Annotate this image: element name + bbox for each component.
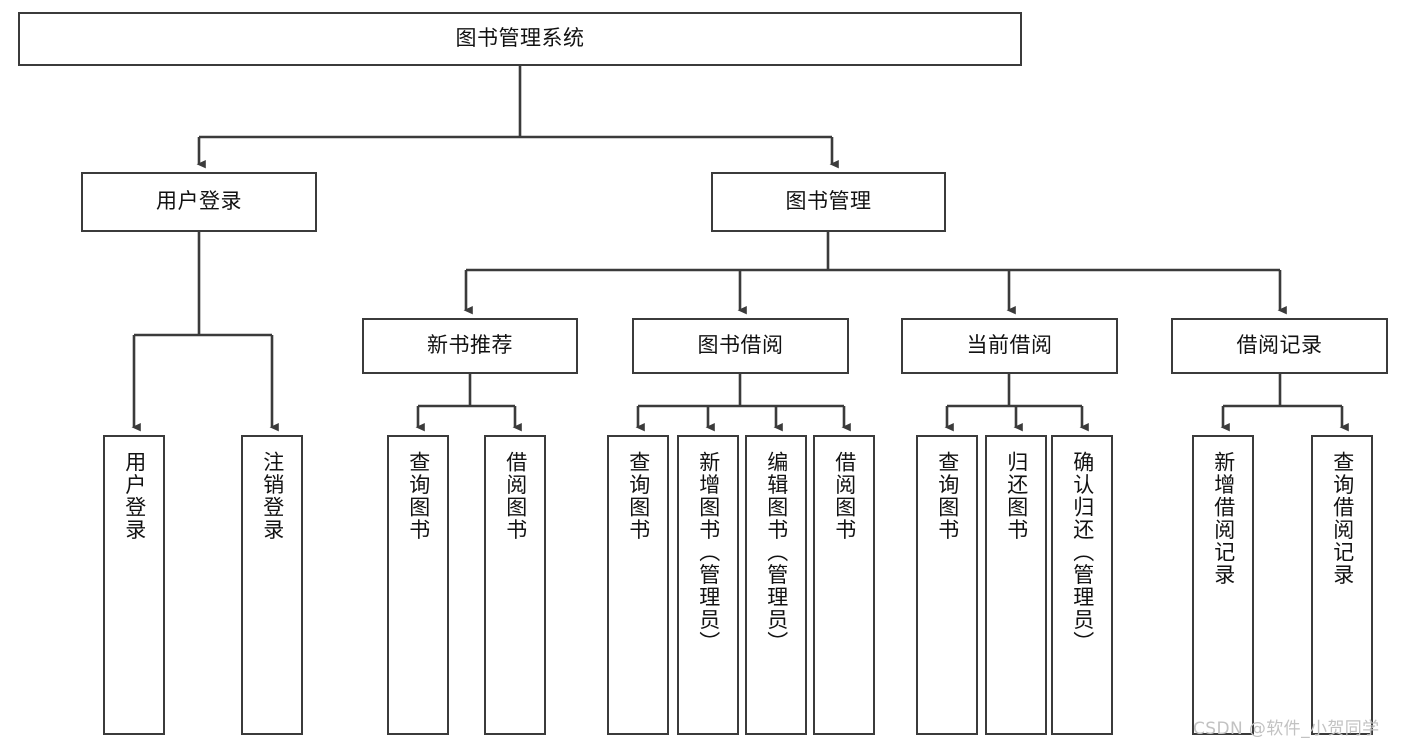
node-leaf-label: 查询图书 [935, 451, 960, 541]
node-book-management[interactable]: 图书管理 [711, 172, 946, 232]
node-leaf-add-borrow-record[interactable]: 新增借阅记录 [1192, 435, 1254, 735]
node-book-borrow-label: 图书借阅 [697, 333, 784, 358]
node-user-login[interactable]: 用户登录 [81, 172, 317, 232]
node-leaf-query-book-current[interactable]: 查询图书 [916, 435, 978, 735]
node-leaf-logout[interactable]: 注销登录 [241, 435, 303, 735]
node-leaf-label: 新增借阅记录 [1211, 451, 1236, 586]
node-leaf-borrow-book[interactable]: 借阅图书 [813, 435, 875, 735]
node-leaf-label: 查询借阅记录 [1330, 451, 1355, 586]
node-leaf-confirm-return-admin[interactable]: 确认归还（管理员） [1051, 435, 1113, 735]
node-leaf-query-book-recommend[interactable]: 查询图书 [387, 435, 449, 735]
node-leaf-label: 查询图书 [406, 451, 431, 541]
csdn-watermark: CSDN @软件_小贺同学 [1193, 719, 1380, 739]
node-leaf-label: 用户登录 [122, 451, 147, 541]
node-leaf-borrow-book-recommend[interactable]: 借阅图书 [484, 435, 546, 735]
node-leaf-label: 编辑图书（管理员） [764, 451, 789, 654]
node-root-label: 图书管理系统 [455, 26, 585, 51]
node-leaf-add-book-admin[interactable]: 新增图书（管理员） [677, 435, 739, 735]
node-leaf-label: 查询图书 [626, 451, 651, 541]
node-user-login-label: 用户登录 [156, 189, 242, 214]
node-leaf-edit-book-admin[interactable]: 编辑图书（管理员） [745, 435, 807, 735]
node-root-library-management-system[interactable]: 图书管理系统 [18, 12, 1022, 66]
node-borrow-record-label: 借阅记录 [1236, 333, 1323, 358]
node-leaf-label: 新增图书（管理员） [696, 451, 721, 654]
node-leaf-label: 注销登录 [260, 451, 285, 541]
node-leaf-user-login[interactable]: 用户登录 [103, 435, 165, 735]
node-book-borrow[interactable]: 图书借阅 [632, 318, 849, 374]
node-leaf-query-borrow-record[interactable]: 查询借阅记录 [1311, 435, 1373, 735]
node-leaf-label: 借阅图书 [832, 451, 857, 541]
node-new-book-recommendation[interactable]: 新书推荐 [362, 318, 578, 374]
node-current-borrow-label: 当前借阅 [966, 333, 1053, 358]
node-current-borrow[interactable]: 当前借阅 [901, 318, 1118, 374]
node-leaf-query-book-borrow[interactable]: 查询图书 [607, 435, 669, 735]
node-leaf-label: 确认归还（管理员） [1070, 451, 1095, 654]
node-leaf-label: 借阅图书 [503, 451, 528, 541]
node-leaf-return-book[interactable]: 归还图书 [985, 435, 1047, 735]
node-leaf-label: 归还图书 [1004, 451, 1029, 541]
node-new-book-recommendation-label: 新书推荐 [427, 333, 513, 358]
node-borrow-record[interactable]: 借阅记录 [1171, 318, 1388, 374]
node-book-management-label: 图书管理 [785, 189, 872, 214]
